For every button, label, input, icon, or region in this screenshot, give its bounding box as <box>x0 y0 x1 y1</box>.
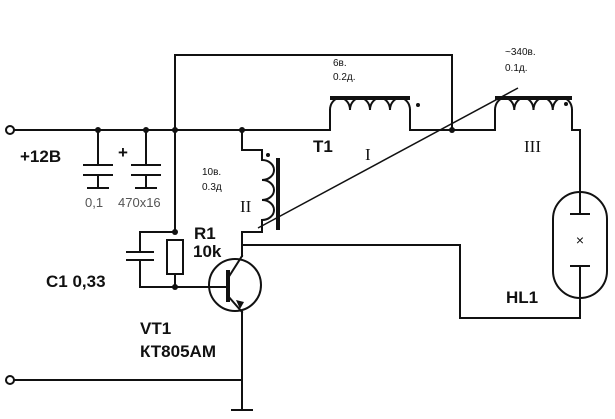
vt1-part: КТ805АМ <box>140 342 216 361</box>
winding-i-numeral: I <box>365 145 371 164</box>
supply-label: +12В <box>20 147 61 166</box>
supply-terminal-ground <box>5 375 15 385</box>
winding-iii-spec-2: 0.1д. <box>505 63 528 74</box>
winding-iii-numeral: III <box>524 137 541 156</box>
capacitor-0-1-label: 0,1 <box>85 195 103 210</box>
winding-iii-spec-1: ~340в. <box>505 47 536 58</box>
r1-name: R1 <box>194 224 216 243</box>
capacitor-0-1 <box>83 127 113 189</box>
winding-iii <box>493 96 574 112</box>
capacitor-470x16-label: 470х16 <box>118 195 161 210</box>
r1-c1-network <box>126 229 213 290</box>
winding-i-spec-1: 6в. <box>333 58 347 69</box>
winding-i <box>328 96 420 112</box>
capacitor-plus-sign: + <box>118 143 128 162</box>
lamp-wire <box>241 244 581 319</box>
winding-ii-spec-2: 0.3д <box>202 182 222 193</box>
c1-label: С1 0,33 <box>46 272 106 291</box>
winding-i-spec-2: 0.2д. <box>333 72 356 83</box>
transistor-vt1 <box>208 254 262 314</box>
winding-ii <box>239 127 280 257</box>
diagonal-line <box>257 87 519 229</box>
capacitor-470x16 <box>131 127 161 189</box>
winding-ii-numeral: II <box>240 197 252 216</box>
lamp-mark: × <box>576 232 584 248</box>
bottom-rail <box>13 311 253 411</box>
feedback-wire <box>172 54 455 233</box>
vt1-name: VT1 <box>140 319 171 338</box>
lamp-label: HL1 <box>506 288 538 307</box>
supply-terminal-positive <box>5 125 15 135</box>
transformer-label: T1 <box>313 137 333 156</box>
lamp-hl1: × <box>552 189 608 299</box>
winding-ii-spec-1: 10в. <box>202 167 221 178</box>
r1-value: 10k <box>193 242 222 261</box>
